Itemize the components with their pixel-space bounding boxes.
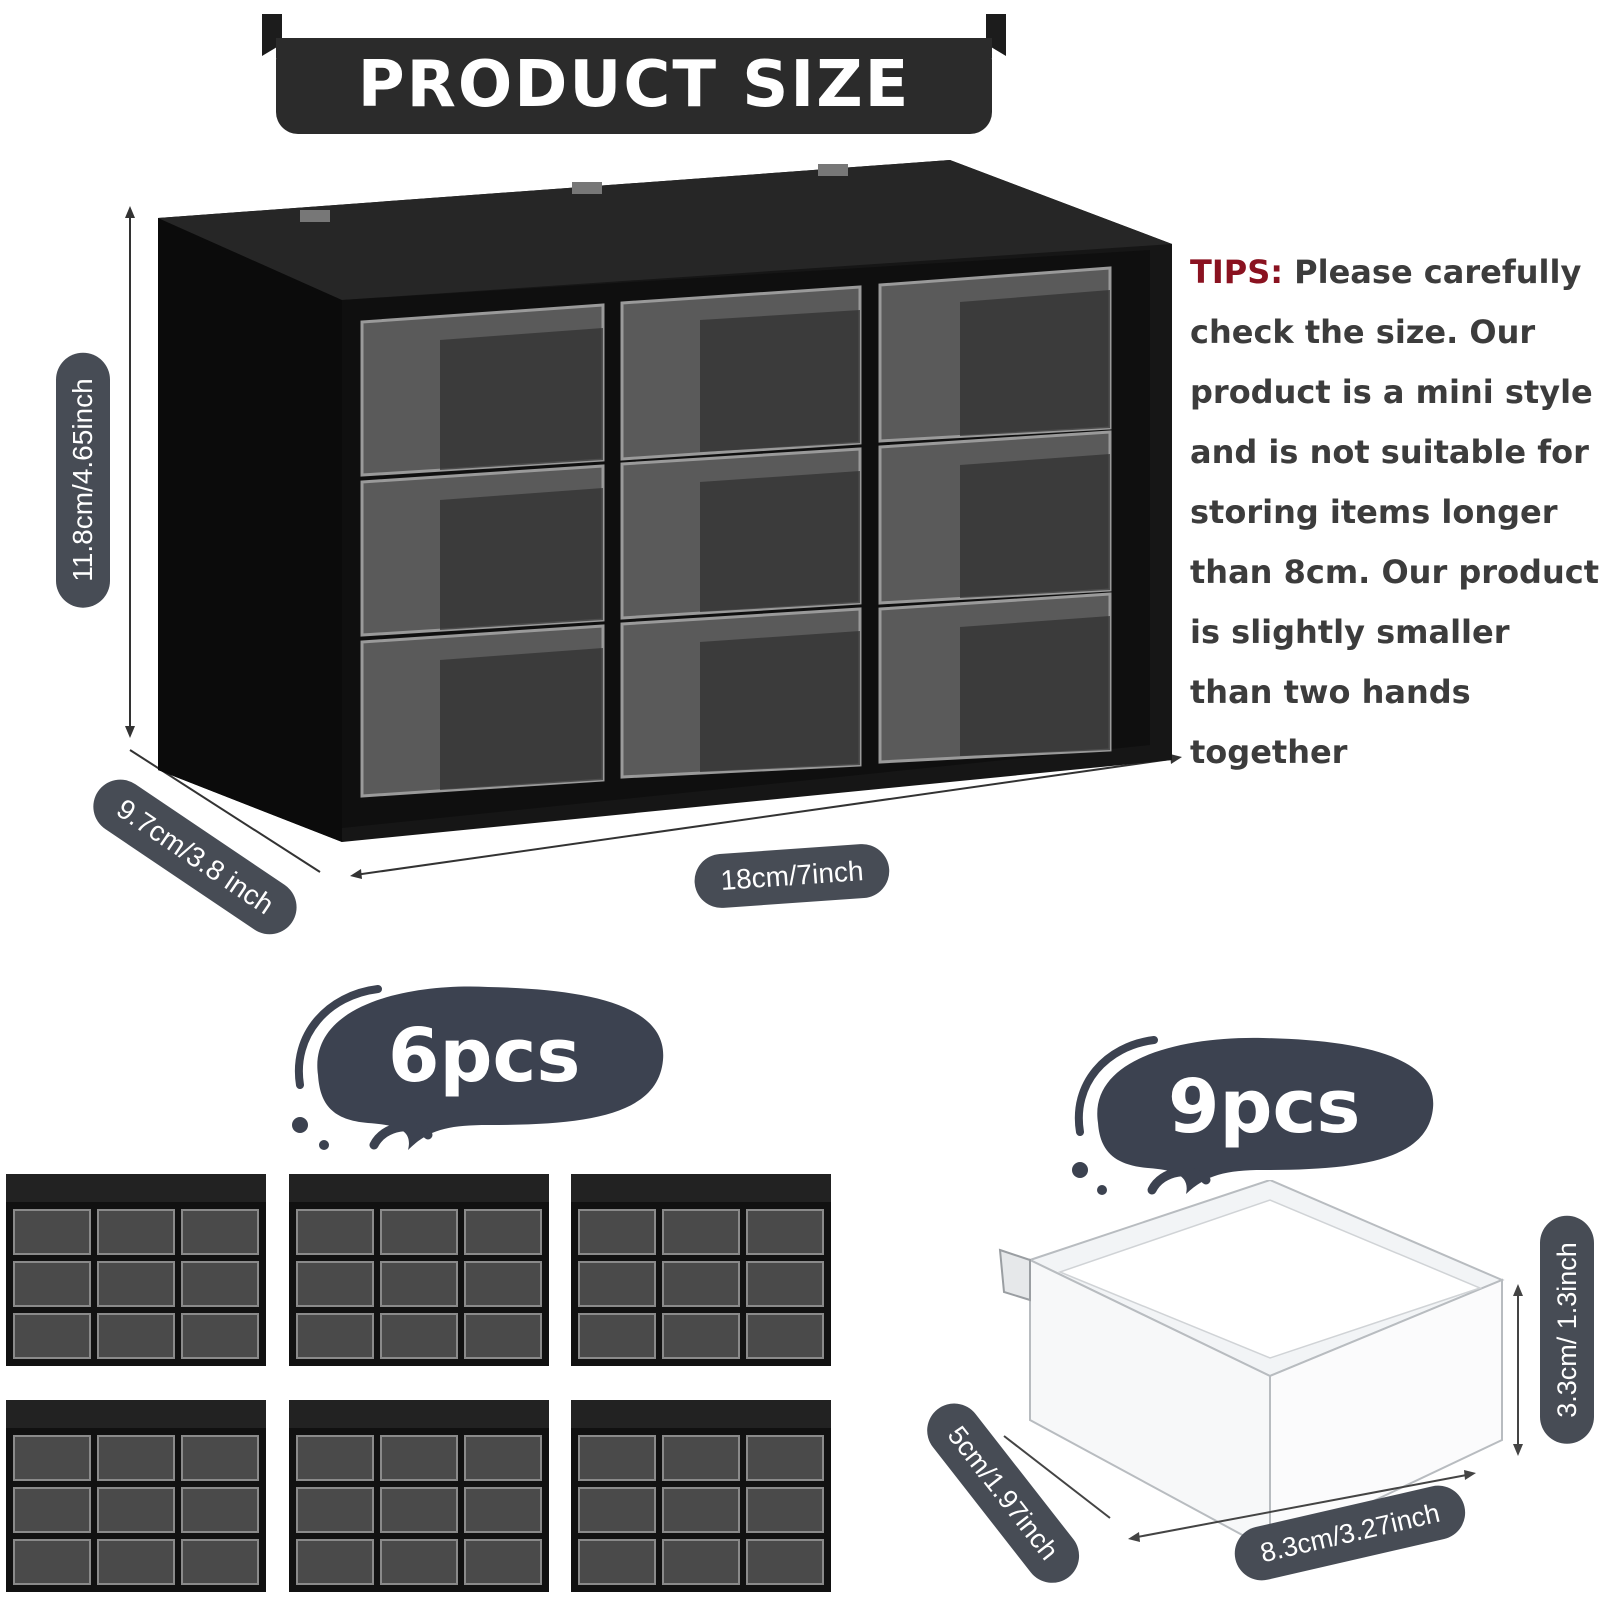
page-title: PRODUCT SIZE	[357, 48, 911, 122]
speech-bubble-icon	[292, 985, 664, 1150]
main-cabinet-image	[125, 160, 1182, 879]
mini-cabinet-image	[571, 1400, 831, 1592]
mini-cabinet-image	[289, 1174, 549, 1366]
nine-pieces-label: 9pcs	[1168, 1064, 1361, 1150]
tips-body: Please carefully check the size. Our pro…	[1190, 253, 1599, 771]
header-banner: PRODUCT SIZE	[262, 14, 1006, 134]
tips-text: TIPS: Please carefully check the size. O…	[1190, 242, 1600, 782]
tips-label: TIPS:	[1190, 253, 1284, 291]
six-pieces-badge: 6pcs	[288, 975, 688, 1165]
speech-bubble-icon	[1072, 1036, 1434, 1195]
bin-height-label: 3.3cm/ 1.3inch	[1540, 1216, 1594, 1444]
banner-shape	[262, 14, 1006, 134]
six-pieces-label: 6pcs	[388, 1013, 581, 1099]
nine-pieces-badge: 9pcs	[1068, 1028, 1448, 1208]
mini-cabinet-image	[6, 1174, 266, 1366]
mini-cabinet-image	[6, 1400, 266, 1592]
cabinet-height-label: 11.8cm/4.65inch	[56, 352, 110, 608]
drawer-bin-image	[998, 1180, 1523, 1552]
mini-cabinet-image	[571, 1174, 831, 1366]
mini-cabinet-image	[289, 1400, 549, 1592]
